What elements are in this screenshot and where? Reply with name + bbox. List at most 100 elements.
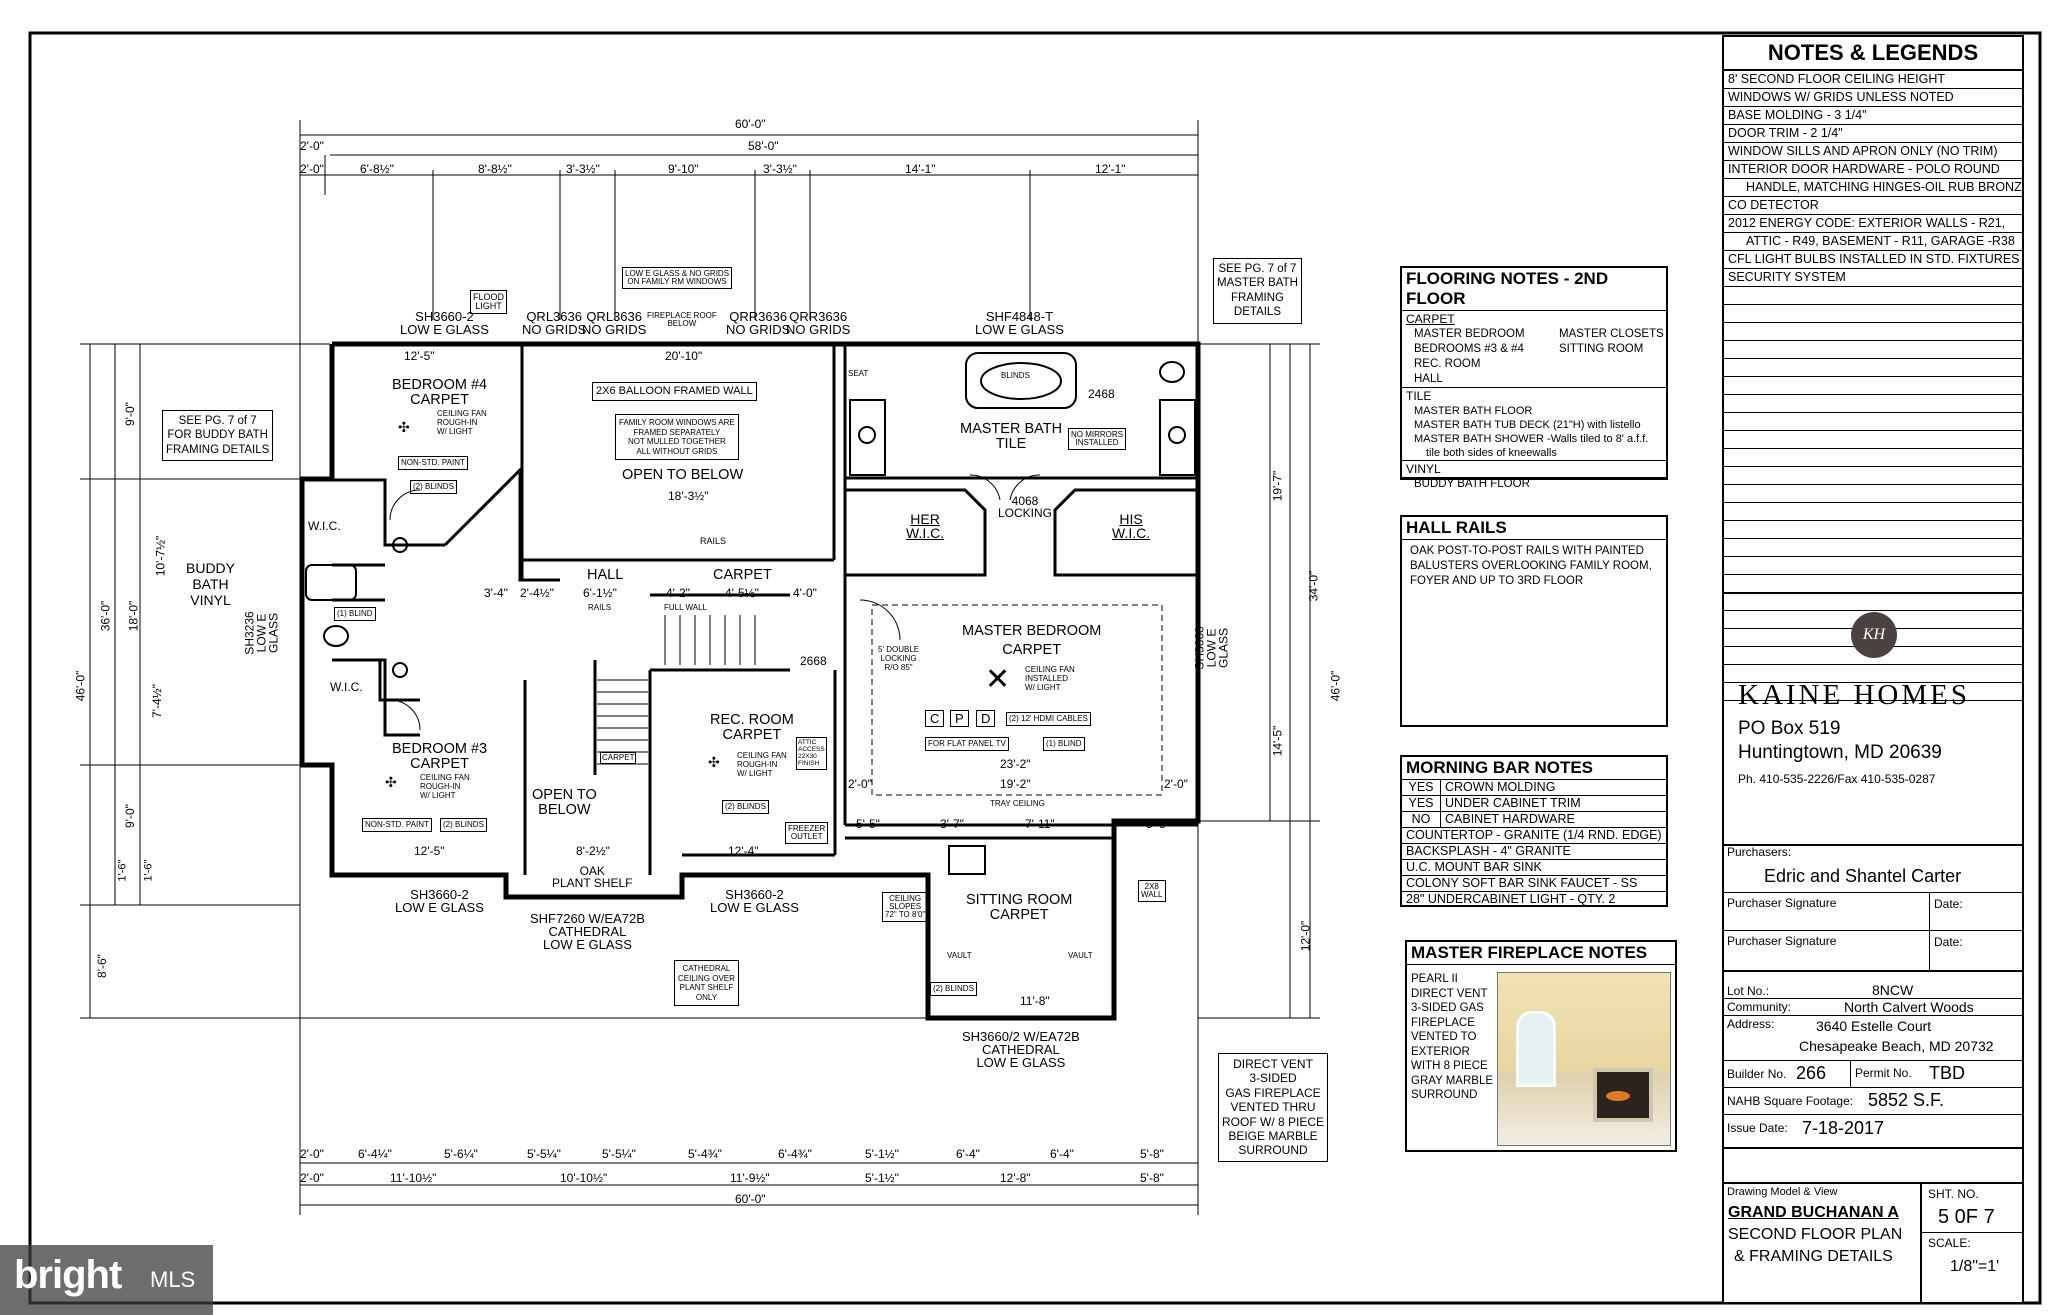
hall-full-wall: FULL WALL [664, 603, 707, 612]
notes-list: 8' SECOND FLOOR CEILING HEIGHT WINDOWS W… [1724, 71, 2022, 701]
community-value: North Calvert Woods [1844, 999, 1974, 1015]
dim-top-seg: 3'-3½" [566, 162, 600, 176]
tile-list: MASTER BATH FLOOR MASTER BATH TUB DECK (… [1402, 404, 1666, 460]
fireplace-panel: MASTER FIREPLACE NOTES PEARL II DIRECT V… [1405, 940, 1677, 1152]
tile-heading: TILE [1402, 387, 1666, 404]
open-to-below-label: OPEN TO BELOW [622, 467, 744, 483]
dim-bottom: 5'-6¼" [444, 1147, 478, 1161]
fireplace-line: GRAY MARBLE [1411, 1074, 1494, 1087]
bar-d1: 5'-5" [856, 817, 880, 831]
buddy-blind: (1) BLIND [334, 607, 376, 621]
note-line: CO DETECTOR [1724, 197, 2022, 215]
note-line: INTERIOR DOOR HARDWARE - POLO ROUND [1724, 161, 2022, 179]
note-line: 8' SECOND FLOOR CEILING HEIGHT [1724, 71, 2022, 89]
date-label: Date: [1929, 892, 1963, 930]
address-label: Address: [1727, 1017, 1775, 1031]
builder-label: Builder No. [1727, 1067, 1787, 1081]
master-door: 2668 [800, 654, 827, 668]
company-phone: Ph. 410-535-2226/Fax 410-535-0287 [1738, 772, 1936, 786]
community-label: Community: [1727, 1000, 1792, 1014]
purchasers-label: Purchasers: [1727, 845, 1792, 859]
bath-seat: SEAT [848, 369, 869, 378]
hall-d3: 6'-1½" [583, 586, 617, 600]
carpet-heading: CARPET [1406, 312, 1455, 326]
blank-line [1724, 503, 2022, 521]
dimension-lines [80, 120, 1320, 1215]
sht-label: SHT. NO. [1928, 1187, 1979, 1201]
ceiling-fan-icon: ✕ [985, 663, 1011, 696]
divider [1724, 1015, 2022, 1016]
company-name: KAINE HOMES [1738, 679, 1970, 711]
vault-right: VAULT [1068, 951, 1093, 960]
fireplace-title: MASTER FIREPLACE NOTES [1407, 942, 1675, 965]
bar-item: CROWN MOLDING [1445, 780, 1556, 794]
dim-bottom: 5'-8" [1140, 1171, 1164, 1185]
divider [1922, 1232, 2024, 1233]
hall-d5: 4'-2" [666, 586, 690, 600]
blank-line [1724, 377, 2022, 395]
morning-bar-title: MORNING BAR NOTES [1402, 757, 1666, 780]
sht-value: 5 0F 7 [1938, 1206, 1995, 1228]
dim-top-seg: 3'-3½" [763, 162, 797, 176]
tile-item: tile both sides of kneewalls [1426, 447, 1557, 459]
sqft-label: NAHB Square Footage: [1727, 1094, 1854, 1108]
bar-flag: NO [1402, 812, 1441, 827]
wic1-label: W.I.C. [308, 519, 341, 533]
divider [1724, 998, 2022, 999]
fireplace-line: VENTED TO [1411, 1031, 1477, 1043]
bar-item: UNDER CABINET TRIM [1445, 796, 1581, 810]
tray-ceiling-label: TRAY CEILING [990, 799, 1045, 808]
dim-top-seg: 9'-10" [668, 162, 699, 176]
purchasers-row: Purchasers: Edric and Shantel Carter [1724, 842, 2022, 893]
hall-rails-text: OAK POST-TO-POST RAILS WITH PAINTED BALU… [1402, 540, 1666, 593]
company-logo: KH [1851, 612, 1897, 658]
carpet-item: MASTER CLOSETS [1559, 328, 1664, 340]
bar-item: COLONY SOFT BAR SINK FAUCET - SS [1406, 876, 1638, 890]
fireplace-text: PEARL II DIRECT VENT 3-SIDED GAS FIREPLA… [1411, 972, 1493, 1103]
dim-bottom: 11'-9½" [730, 1171, 770, 1185]
flooring-notes-panel: FLOORING NOTES - 2ND FLOOR CARPET MASTER… [1400, 266, 1668, 490]
dim-right: 34'-0" [1306, 570, 1321, 602]
fireplace-line: DIRECT VENT [1411, 987, 1488, 1000]
dim-top-seg: 6'-8½" [360, 162, 394, 176]
rec-dim: 12'-4" [728, 844, 759, 858]
dim-bottom: 12'-8" [1000, 1171, 1031, 1185]
bedroom3-blinds: (2) BLINDS [440, 818, 487, 832]
dim-top-seg: 12'-1" [1095, 162, 1126, 176]
note-line: WINDOWS W/ GRIDS UNLESS NOTED [1724, 89, 2022, 107]
dim-bottom: 5'-8" [1140, 1147, 1164, 1161]
note-line: DOOR TRIM - 2 1/4" [1724, 125, 2022, 143]
note-line: HANDLE, MATCHING HINGES-OIL RUB BRONZE [1724, 179, 2022, 197]
blank-line [1724, 539, 2022, 557]
hdmi-note: (2) 12' HDMI CABLES [1006, 712, 1091, 726]
dim-top-sub: 58'-0" [748, 139, 779, 153]
vinyl-heading: VINYL [1402, 460, 1666, 477]
blank-line [1724, 395, 2022, 413]
dim-bottom: 6'-4¼" [358, 1147, 392, 1161]
blank-line [1724, 593, 2022, 611]
rec-blinds: (2) BLINDS [722, 800, 769, 814]
bedroom3-paint: NON-STD. PAINT [362, 818, 432, 832]
bar-row: COUNTERTOP - GRANITE (1/4 RND. EDGE) [1402, 828, 1666, 844]
blank-line [1724, 557, 2022, 575]
fireplace-line: EXTERIOR [1411, 1045, 1470, 1058]
lot-block: Lot No.: 8NCW Community: North Calvert W… [1724, 982, 2022, 1061]
blank-line [1724, 647, 2022, 665]
bath-blinds: BLINDS [1001, 371, 1030, 380]
dim-right: 14'-5" [1270, 725, 1285, 757]
blank-line [1724, 665, 2022, 683]
logo-monogram: KH [1862, 626, 1886, 643]
blank-line [1724, 305, 2022, 323]
fireplace-photo [1497, 972, 1671, 1146]
wic2-label: W.I.C. [330, 680, 363, 694]
